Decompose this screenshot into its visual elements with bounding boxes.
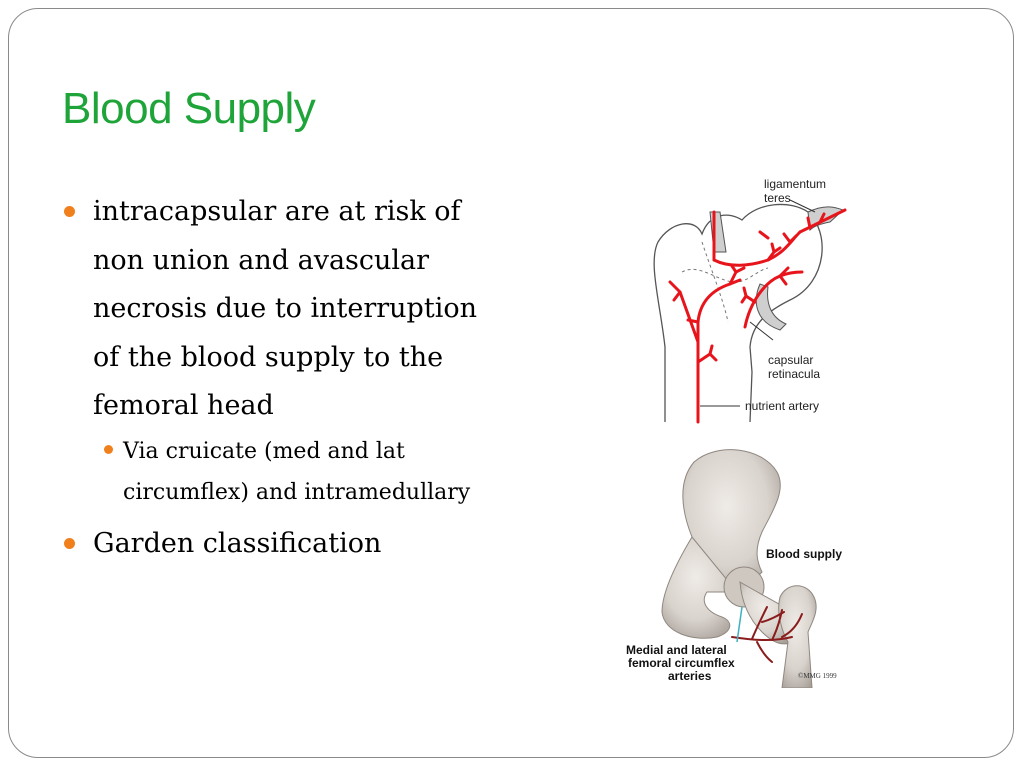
bullet-list: intracapsular are at risk of non union a… — [62, 188, 492, 568]
sub-bullet-item: Via cruicate (med and lat circumflex) an… — [62, 431, 492, 513]
label-teres: teres — [764, 191, 791, 205]
femoral-head-diagram: ligamentum teres capsular retinacula nut… — [653, 177, 847, 424]
sub-bullet-text: Via cruicate (med and lat circumflex) an… — [123, 438, 471, 505]
label-blood-supply: Blood supply — [766, 547, 842, 561]
label-femoral-circumflex: femoral circumflex — [628, 656, 735, 670]
bullet-text: Garden classification — [93, 527, 382, 559]
label-retinacula: retinacula — [768, 367, 820, 381]
label-medial-lateral: Medial and lateral — [626, 643, 727, 657]
bullet-text: intracapsular are at risk of non union a… — [93, 196, 477, 421]
hip-blood-supply-illustration: Blood supply Medial and lateral femoral … — [626, 449, 842, 688]
label-capsular: capsular — [768, 353, 813, 367]
label-arteries: arteries — [668, 669, 712, 683]
label-ligamentum: ligamentum — [764, 177, 826, 191]
bullet-dot — [64, 206, 75, 217]
slide-frame — [8, 8, 1014, 758]
bullet-dot — [104, 444, 113, 454]
bullet-dot — [64, 537, 75, 549]
bullet-item: intracapsular are at risk of non union a… — [62, 188, 492, 431]
label-nutrient-artery: nutrient artery — [745, 399, 819, 413]
copyright-text: ©MMG 1999 — [798, 672, 837, 680]
bullet-item: Garden classification — [62, 520, 492, 569]
slide-title: Blood Supply — [62, 84, 316, 133]
